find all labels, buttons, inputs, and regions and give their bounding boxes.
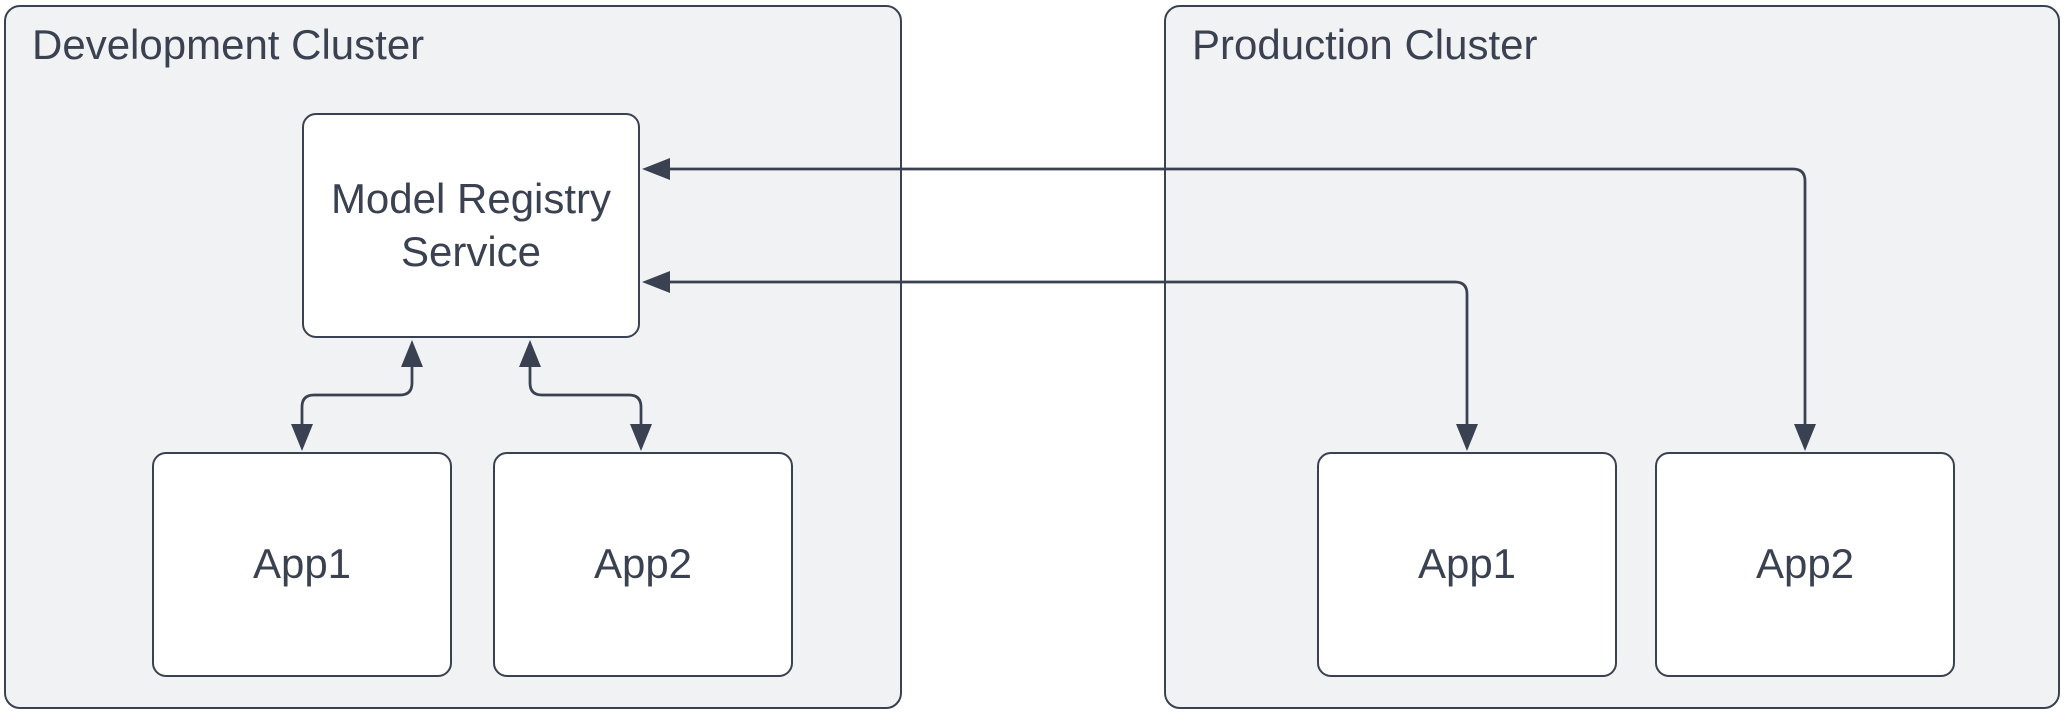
dev-app2-node: App2 xyxy=(493,452,793,677)
prod-app2-node: App2 xyxy=(1655,452,1955,677)
dev-app1-node: App1 xyxy=(152,452,452,677)
development-cluster-title: Development Cluster xyxy=(32,21,425,68)
prod-app1-node: App1 xyxy=(1317,452,1617,677)
model-registry-service-label: Model Registry Service xyxy=(330,175,612,275)
production-cluster-title: Production Cluster xyxy=(1192,21,1538,68)
prod-app2-label: App2 xyxy=(1755,540,1855,588)
prod-app1-label: App1 xyxy=(1417,540,1517,588)
dev-app2-label: App2 xyxy=(593,540,693,588)
model-registry-service-node: Model Registry Service xyxy=(302,113,640,338)
dev-app1-label: App1 xyxy=(252,540,352,588)
